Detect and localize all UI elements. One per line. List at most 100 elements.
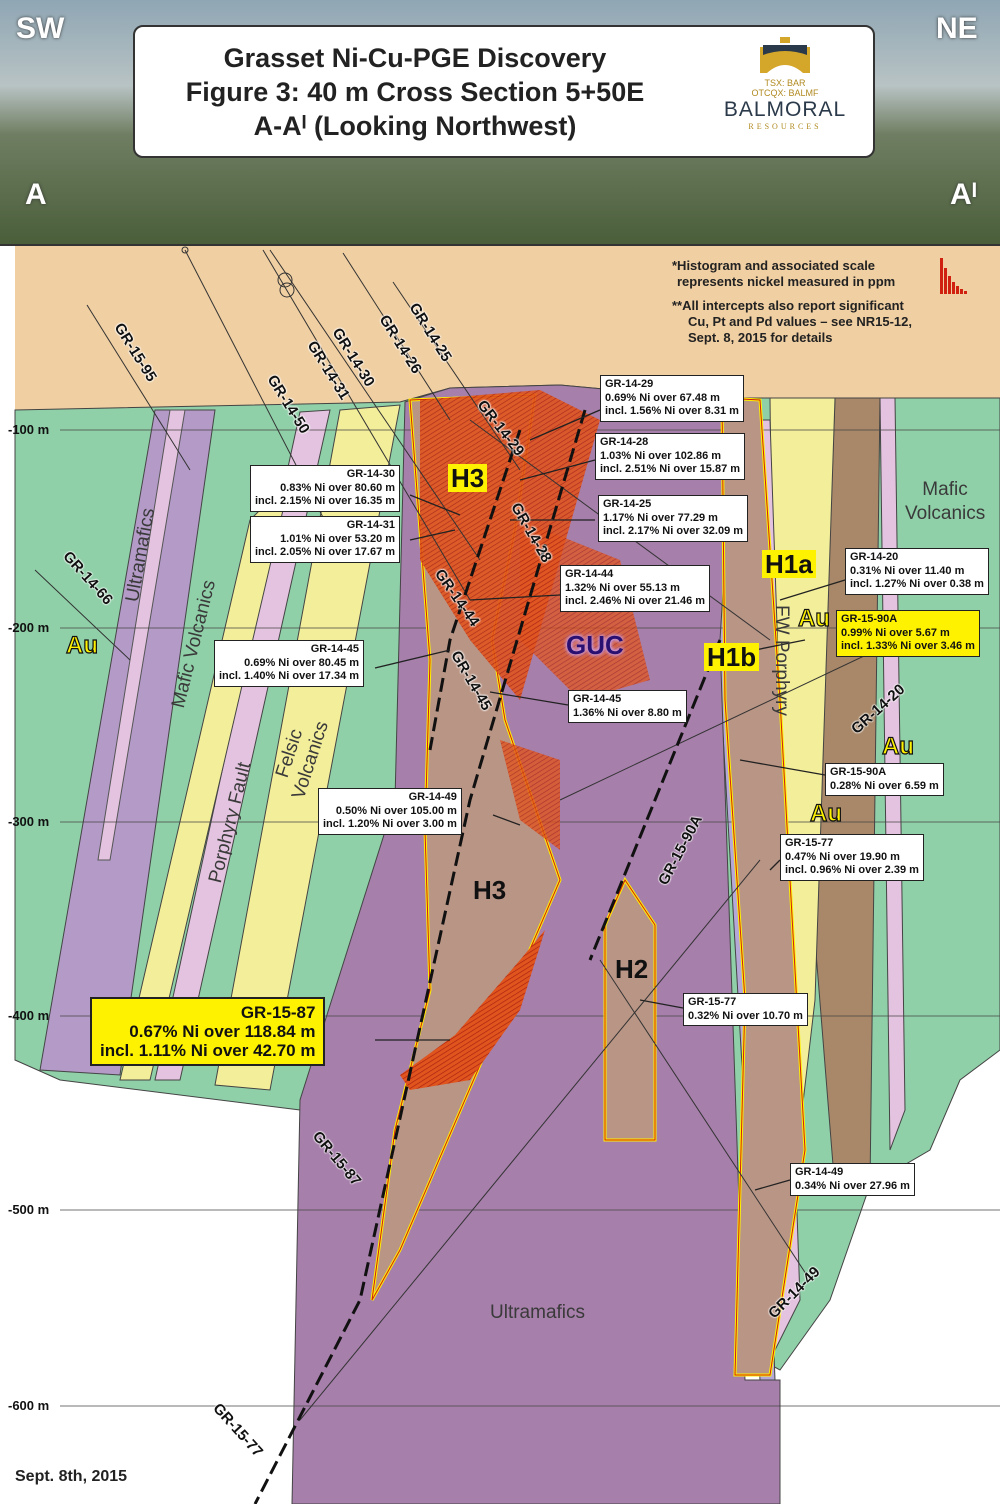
title-box: Grasset Ni-Cu-PGE Discovery Figure 3: 40…: [133, 25, 875, 158]
note-line-4: Cu, Pt and Pd values – see NR15-12,: [688, 314, 912, 329]
gr-15-90a-trace: [588, 639, 722, 961]
note-line-2: represents nickel measured in ppm: [677, 274, 896, 289]
logo-sub: RESOURCES: [748, 122, 822, 131]
depth-label: -500 m: [8, 1202, 50, 1217]
geology-label-mafic-volcanics-right: Mafic Volcanics: [905, 479, 986, 524]
zone-label-h3-upper: H3: [448, 464, 488, 492]
depth-label: -100 m: [8, 422, 50, 437]
callout-included-grade: incl. 1.33% Ni over 3.46 m: [841, 640, 975, 652]
section-start-label: A: [25, 178, 47, 211]
gold-label: Au: [809, 799, 842, 827]
callout-grade: 1.32% Ni over 55.13 m: [565, 581, 680, 594]
callout-grade: 0.69% Ni over 80.45 m: [244, 656, 360, 669]
callout-included-grade: incl. 2.05% Ni over 17.67 m: [255, 546, 396, 558]
depth-label: -300 m: [8, 814, 50, 829]
callout-included-grade: incl. 2.51% Ni over 15.87 m: [600, 463, 741, 475]
zone-label-h3-lower: H3: [473, 875, 507, 905]
callout-included-grade: incl. 2.17% Ni over 32.09 m: [603, 525, 744, 537]
callout-pointers: [374, 409, 846, 1191]
callout-grade: 0.32% Ni over 10.70 m: [688, 1009, 803, 1022]
callout-hole: GR-15-77: [785, 837, 834, 849]
note-line-1: *Histogram and associated scale: [672, 258, 876, 273]
callout-hole: GR-14-28: [600, 436, 649, 448]
callout-included-grade: incl. 0.96% Ni over 2.39 m: [785, 864, 919, 876]
guc-label: GUC: [566, 630, 624, 660]
callout-hole: GR-15-77: [688, 996, 737, 1008]
callout-hole: GR-14-44: [565, 568, 614, 580]
callout-hole: GR-15-90A: [841, 613, 898, 625]
callout-grade: 0.47% Ni over 19.90 m: [785, 850, 900, 863]
figure-date: Sept. 8th, 2015: [15, 1468, 128, 1485]
callout-grade: 0.67% Ni over 118.84 m: [129, 1022, 316, 1041]
callout-grade: 0.83% Ni over 80.60 m: [280, 481, 396, 494]
callout-grade: 1.03% Ni over 102.86 m: [600, 449, 722, 462]
zone-label-h1b: H1b: [704, 643, 760, 671]
callout-grade: 1.36% Ni over 8.80 m: [573, 706, 682, 719]
zone-label-h1a: H1a: [762, 550, 816, 578]
callout-grade: 1.17% Ni over 77.29 m: [603, 511, 718, 524]
callout-grade: 0.34% Ni over 27.96 m: [795, 1179, 910, 1192]
title-line-3: A-Aᴵ (Looking Northwest): [253, 111, 577, 141]
castle-icon: [760, 37, 810, 73]
gr-15-87-trace: [253, 409, 587, 1504]
nickel-histogram-gr1587: [400, 930, 545, 1090]
note-line-5: Sept. 8, 2015 for details: [688, 330, 833, 345]
callout-hole: GR-15-87: [240, 1003, 316, 1022]
logo-name: BALMORAL: [723, 98, 847, 121]
logo-ticker-otcqx: OTCQX: BALMF: [751, 88, 819, 98]
callout-grade: 0.31% Ni over 11.40 m: [850, 564, 965, 577]
callout-hole: GR-14-45: [310, 643, 360, 655]
callout-grade: 0.99% Ni over 5.67 m: [841, 626, 950, 639]
zone-label-h2: H2: [615, 954, 649, 984]
callout-hole: GR-14-25: [603, 498, 652, 510]
gold-label: Au: [881, 732, 914, 760]
callout-hole: GR-14-49: [408, 791, 457, 803]
callout-included-grade: incl. 2.46% Ni over 21.46 m: [565, 595, 706, 607]
title-line-1: Grasset Ni-Cu-PGE Discovery: [223, 43, 607, 73]
callout-included-grade: incl. 1.40% Ni over 17.34 m: [219, 670, 360, 682]
sw-orientation-label: SW: [16, 12, 65, 45]
callout-grade: 1.01% Ni over 53.20 m: [280, 532, 396, 545]
section-end-label: Aᴵ: [950, 178, 978, 211]
depth-label: -200 m: [8, 620, 50, 635]
h2-zone: [603, 876, 657, 1142]
notes: *Histogram and associated scale represen…: [672, 258, 912, 346]
callout-hole: GR-14-29: [605, 378, 654, 390]
depth-label: -400 m: [8, 1008, 50, 1023]
ne-orientation-label: NE: [936, 12, 978, 45]
gold-label: Au: [65, 631, 98, 659]
callout-included-grade: incl. 1.11% Ni over 42.70 m: [100, 1041, 316, 1060]
gold-label: Au: [797, 604, 830, 632]
nickel-histogram-gr1449: [500, 740, 560, 850]
callout-hole: GR-15-90A: [830, 766, 887, 778]
callout-grade: 0.50% Ni over 105.00 m: [335, 804, 457, 817]
callout-included-grade: incl. 1.27% Ni over 0.38 m: [850, 578, 984, 590]
geology-label-fw-porphyry: FW Porphyry: [771, 605, 792, 716]
title-line-2: Figure 3: 40 m Cross Section 5+50E: [185, 77, 645, 107]
porphyry-band: [97, 409, 186, 861]
callout-included-grade: incl. 1.20% Ni over 3.00 m: [323, 818, 457, 830]
felsic-volcanics-unit: [214, 404, 401, 1091]
logo-ticker-tsx: TSX: BAR: [764, 78, 806, 88]
geology-label-ultramafics-main: Ultramafics: [490, 1302, 586, 1323]
callout-grade: 0.69% Ni over 67.48 m: [605, 391, 720, 404]
callout-hole: GR-14-20: [850, 551, 899, 563]
gr-14-45-trace: [428, 429, 522, 751]
callout-hole: GR-14-31: [346, 519, 396, 531]
